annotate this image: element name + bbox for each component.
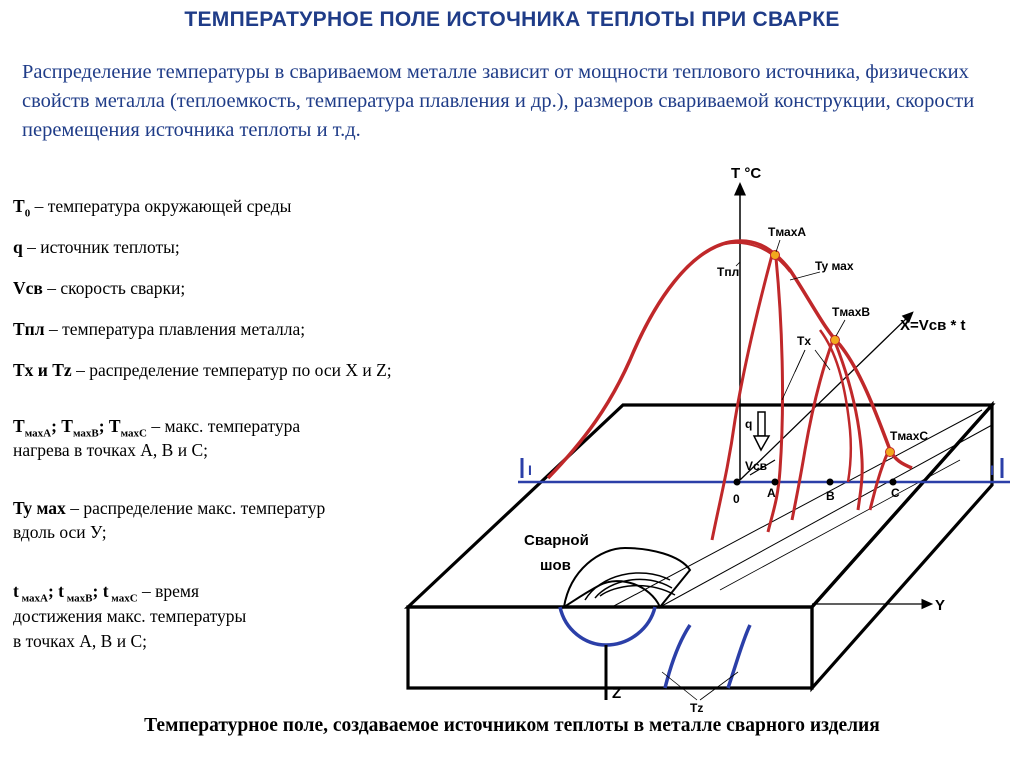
section-label-right: I <box>990 462 994 478</box>
tx-leader-3 <box>781 349 806 401</box>
plate-right-face <box>810 400 994 693</box>
tymax-leader <box>789 271 821 281</box>
legend-tmax: TмахА; TмахВ; TмахС – макс. температура <box>13 416 301 440</box>
point-b-label: B <box>826 489 835 503</box>
weld-ripple-1 <box>584 572 671 601</box>
y-axis-label: Y <box>935 597 945 614</box>
point-a <box>771 478 779 486</box>
tx-curve-c <box>868 451 890 511</box>
tz-curve-2 <box>726 624 752 689</box>
tmaxb-marker <box>830 335 840 345</box>
legend-ttime: t махА; t махВ; t махС – время <box>13 581 200 605</box>
tx-curve-extra <box>818 329 853 483</box>
weld-seam-line-3 <box>719 459 961 591</box>
tpl-leader <box>735 261 741 267</box>
point-a-label: A <box>767 486 776 500</box>
tx-label: Tx <box>797 334 811 348</box>
legend-tymax: Ty мах – распределение макс. температур <box>13 498 326 518</box>
tz-curve-1 <box>663 624 692 689</box>
legend-q: q – источник теплоты; <box>13 237 180 257</box>
tmaxb-label: TмахB <box>832 305 870 319</box>
legend-vsv: Vсв – скорость сварки; <box>13 278 186 298</box>
weld-ripple-2 <box>594 578 673 599</box>
tmaxc-label: TмахС <box>890 429 928 443</box>
q-arrow-head <box>752 435 771 452</box>
x-axis <box>739 311 914 481</box>
legend-tpl: Tпл – температура плавления металла; <box>13 319 306 339</box>
point-0 <box>733 478 741 486</box>
weld-label-line2: шов <box>540 557 571 574</box>
t-axis-label: T °C <box>731 165 761 182</box>
legend-t0: T0 – температура окружающей среды <box>13 196 292 220</box>
tx-curve-a-right <box>766 257 785 533</box>
weld-bead <box>562 546 692 610</box>
slide-title: ТЕМПЕРАТУРНОЕ ПОЛЕ ИСТОЧНИКА ТЕПЛОТЫ ПРИ… <box>184 8 840 31</box>
tmaxb-leader <box>835 319 846 337</box>
legend-txz: Tx и Tz – распределение температур по ос… <box>13 360 392 380</box>
vsv-arrow <box>749 459 776 476</box>
slide-caption: Температурное поле, создаваемое источник… <box>144 715 880 736</box>
z-axis-label: Z <box>612 685 621 702</box>
tz-leader-2 <box>699 671 739 701</box>
tmaxa-marker <box>770 250 780 260</box>
tmaxa-label: TмахA <box>768 225 806 239</box>
x-axis-label: X=Vсв * t <box>900 317 966 334</box>
tmaxc-marker <box>885 447 895 457</box>
q-arrow-shaft <box>757 411 766 437</box>
tpl-label: Tпл <box>717 265 739 279</box>
weld-seam-line <box>611 409 983 608</box>
tz-leader-1 <box>661 671 698 701</box>
tymax-curve-shadow <box>724 241 791 273</box>
tx-curve-b-right <box>833 341 864 511</box>
tmaxa-leader <box>775 239 781 253</box>
vsv-label: Vсв <box>745 459 767 473</box>
tx-leader-2 <box>814 349 831 371</box>
section-label-left: I <box>528 462 532 478</box>
point-0-label: 0 <box>733 492 740 506</box>
tymax-label: Ty мах <box>815 259 854 273</box>
q-label: q <box>745 417 752 431</box>
intro-paragraph: Распределение температуры в свариваемом … <box>22 61 975 141</box>
weld-ripple-3 <box>599 584 676 597</box>
legend-ttime-cont1: достижения макс. температуры <box>13 606 247 626</box>
tx-curve-a-left <box>710 254 774 541</box>
weld-penetration-curve <box>558 606 657 647</box>
legend-tmax-cont: нагрева в точках А, В и С; <box>13 440 208 460</box>
legend-tymax-cont: вдоль оси У; <box>13 522 107 542</box>
plate-front-face <box>406 605 814 690</box>
point-b <box>826 478 834 486</box>
point-c-label: C <box>891 486 900 500</box>
tx-curve-b-left <box>790 339 835 521</box>
point-c <box>889 478 897 486</box>
tz-label: Tz <box>690 701 703 715</box>
weld-seam-line-2 <box>659 424 993 608</box>
weld-label-line1: Сварной <box>524 532 589 549</box>
legend-ttime-cont2: в точках А, В и С; <box>13 631 147 651</box>
